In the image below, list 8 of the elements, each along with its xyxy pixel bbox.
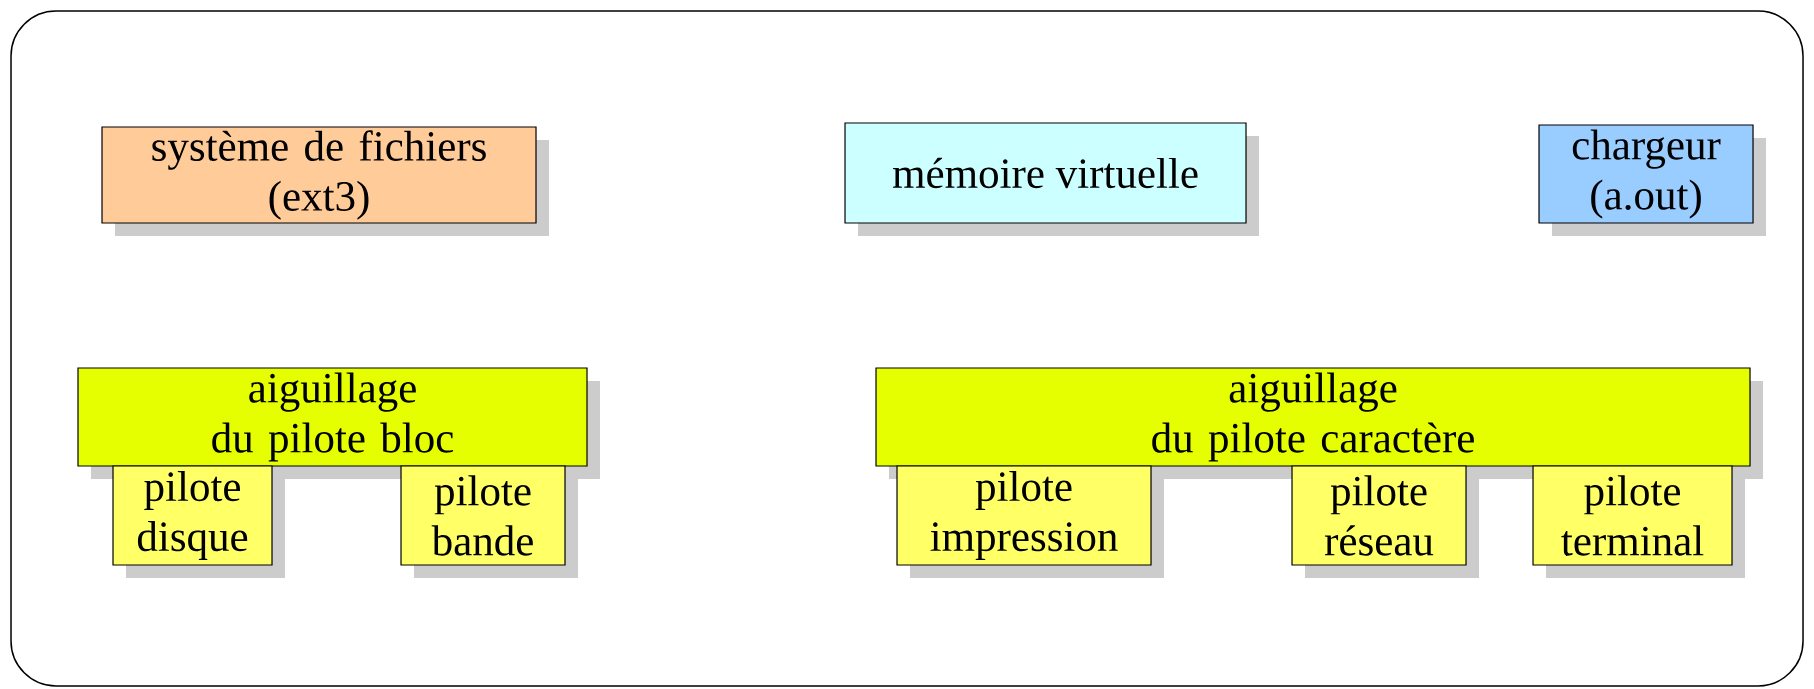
driver-box: pilote réseau: [1291, 465, 1479, 578]
module-box: système de fichiers (ext3): [101, 126, 549, 236]
driver-box: pilote disque: [112, 465, 285, 578]
driver-box: pilote impression: [896, 465, 1164, 578]
driver-box: pilote terminal: [1532, 465, 1745, 578]
module-box: mémoire virtuelle: [844, 122, 1259, 236]
driver-box: pilote bande: [400, 465, 578, 578]
module-box: chargeur (a.out): [1538, 124, 1766, 236]
